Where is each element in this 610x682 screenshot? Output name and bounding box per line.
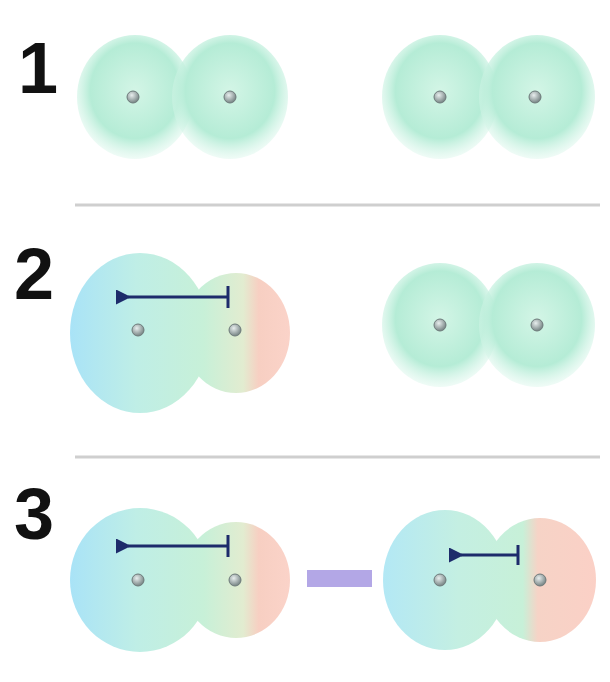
electron-cloud bbox=[484, 518, 596, 642]
separator bbox=[75, 204, 600, 207]
electron-cloud bbox=[182, 273, 290, 393]
nucleus bbox=[229, 324, 241, 336]
panel-number: 3 bbox=[14, 478, 54, 550]
nucleus bbox=[529, 91, 541, 103]
dipole-arrow bbox=[461, 554, 518, 557]
dipole-cross bbox=[227, 535, 230, 557]
dipole-cross bbox=[517, 545, 520, 565]
nucleus bbox=[434, 319, 446, 331]
nucleus bbox=[229, 574, 241, 586]
nucleus bbox=[534, 574, 546, 586]
nucleus bbox=[127, 91, 139, 103]
polarized-molecule bbox=[70, 253, 290, 413]
electron-cloud bbox=[172, 35, 288, 159]
electron-cloud bbox=[182, 522, 290, 638]
panel-number: 2 bbox=[14, 238, 54, 310]
dipole-arrow bbox=[128, 545, 228, 548]
nucleus bbox=[224, 91, 236, 103]
polarized-molecule bbox=[383, 510, 596, 650]
separator bbox=[75, 456, 600, 459]
panel-number: 1 bbox=[18, 32, 58, 104]
dipole-cross bbox=[227, 286, 230, 308]
nucleus bbox=[132, 324, 144, 336]
molecule bbox=[382, 263, 595, 387]
dipole-arrow bbox=[128, 296, 228, 299]
molecule bbox=[382, 35, 595, 159]
molecule bbox=[77, 35, 288, 159]
nucleus bbox=[434, 574, 446, 586]
nucleus bbox=[434, 91, 446, 103]
nucleus bbox=[531, 319, 543, 331]
electron-cloud bbox=[479, 35, 595, 159]
polarized-molecule bbox=[70, 508, 290, 652]
electron-cloud bbox=[479, 263, 595, 387]
nucleus bbox=[132, 574, 144, 586]
attraction-bar bbox=[307, 570, 372, 587]
